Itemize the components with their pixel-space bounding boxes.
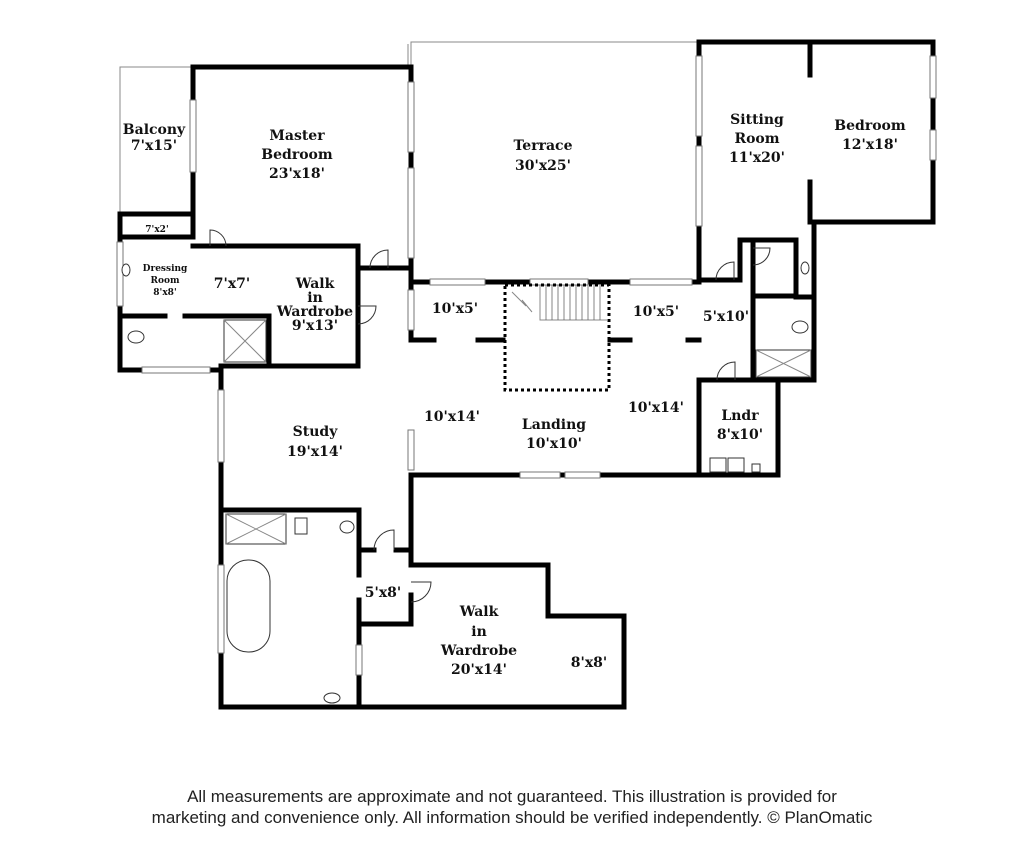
walk-in-wardrobe-2-label-2: in	[471, 624, 487, 640]
study-label: Study	[293, 424, 339, 440]
walk-in-wardrobe-2-label-3: Wardrobe	[440, 643, 517, 659]
closet-small-dim: 7'x2'	[145, 225, 168, 235]
sitting-room-label-2: Room	[734, 131, 779, 147]
bedroom-label: Bedroom	[834, 118, 906, 134]
closet-8x8-dim: 8'x8'	[571, 655, 607, 671]
hall-left-dim: 10'x5'	[432, 301, 478, 317]
balcony-dim: 7'x15'	[131, 138, 177, 154]
dressing-room-dim: 8'x8'	[153, 288, 176, 298]
landing-label: Landing	[522, 417, 586, 433]
hall-bath-dim: 5'x10'	[703, 309, 749, 325]
landing-left-dim: 10'x14'	[424, 409, 480, 425]
master-bedroom-label: Master	[269, 128, 325, 144]
laundry-label: Lndr	[721, 408, 759, 424]
sitting-room-dim: 11'x20'	[729, 150, 785, 166]
dressing-room-label: Dressing	[143, 264, 188, 274]
hall-right-dim: 10'x5'	[633, 304, 679, 320]
laundry-dim: 8'x10'	[717, 427, 763, 443]
dressing-room-label-2: Room	[150, 276, 179, 286]
bath-master-dim: 7'x7'	[214, 276, 250, 292]
terrace-label: Terrace	[514, 138, 573, 154]
disclaimer-line-1: All measurements are approximate and not…	[187, 787, 837, 806]
walk-in-wardrobe-1-label: Walk	[295, 276, 335, 292]
fixtures	[121, 261, 812, 704]
bedroom-dim: 12'x18'	[842, 137, 898, 153]
vestibule-dim: 5'x8'	[365, 585, 401, 601]
doors	[209, 229, 771, 603]
walk-in-wardrobe-1-dim: 9'x13'	[292, 318, 338, 334]
disclaimer-line-2: marketing and convenience only. All info…	[151, 808, 873, 827]
master-bedroom-label-2: Bedroom	[261, 147, 333, 163]
sitting-room-label: Sitting	[730, 112, 784, 128]
landing-dim: 10'x10'	[526, 436, 582, 452]
disclaimer: All measurements are approximate and not…	[0, 786, 1024, 828]
walk-in-wardrobe-2-label: Walk	[459, 604, 499, 620]
balcony-label: Balcony	[123, 122, 186, 138]
walk-in-wardrobe-1-label-3: Wardrobe	[276, 304, 353, 320]
walk-in-wardrobe-2-dim: 20'x14'	[451, 662, 507, 678]
terrace-outline	[410, 41, 699, 67]
room-labels: Balcony 7'x15' Master Bedroom 23'x18' Te…	[123, 112, 906, 678]
walk-in-wardrobe-1-label-2: in	[307, 290, 323, 306]
staircase	[503, 283, 611, 392]
study-dim: 19'x14'	[287, 444, 343, 460]
landing-right-dim: 10'x14'	[628, 400, 684, 416]
terrace-dim: 30'x25'	[515, 158, 571, 174]
master-bedroom-dim: 23'x18'	[269, 166, 325, 182]
